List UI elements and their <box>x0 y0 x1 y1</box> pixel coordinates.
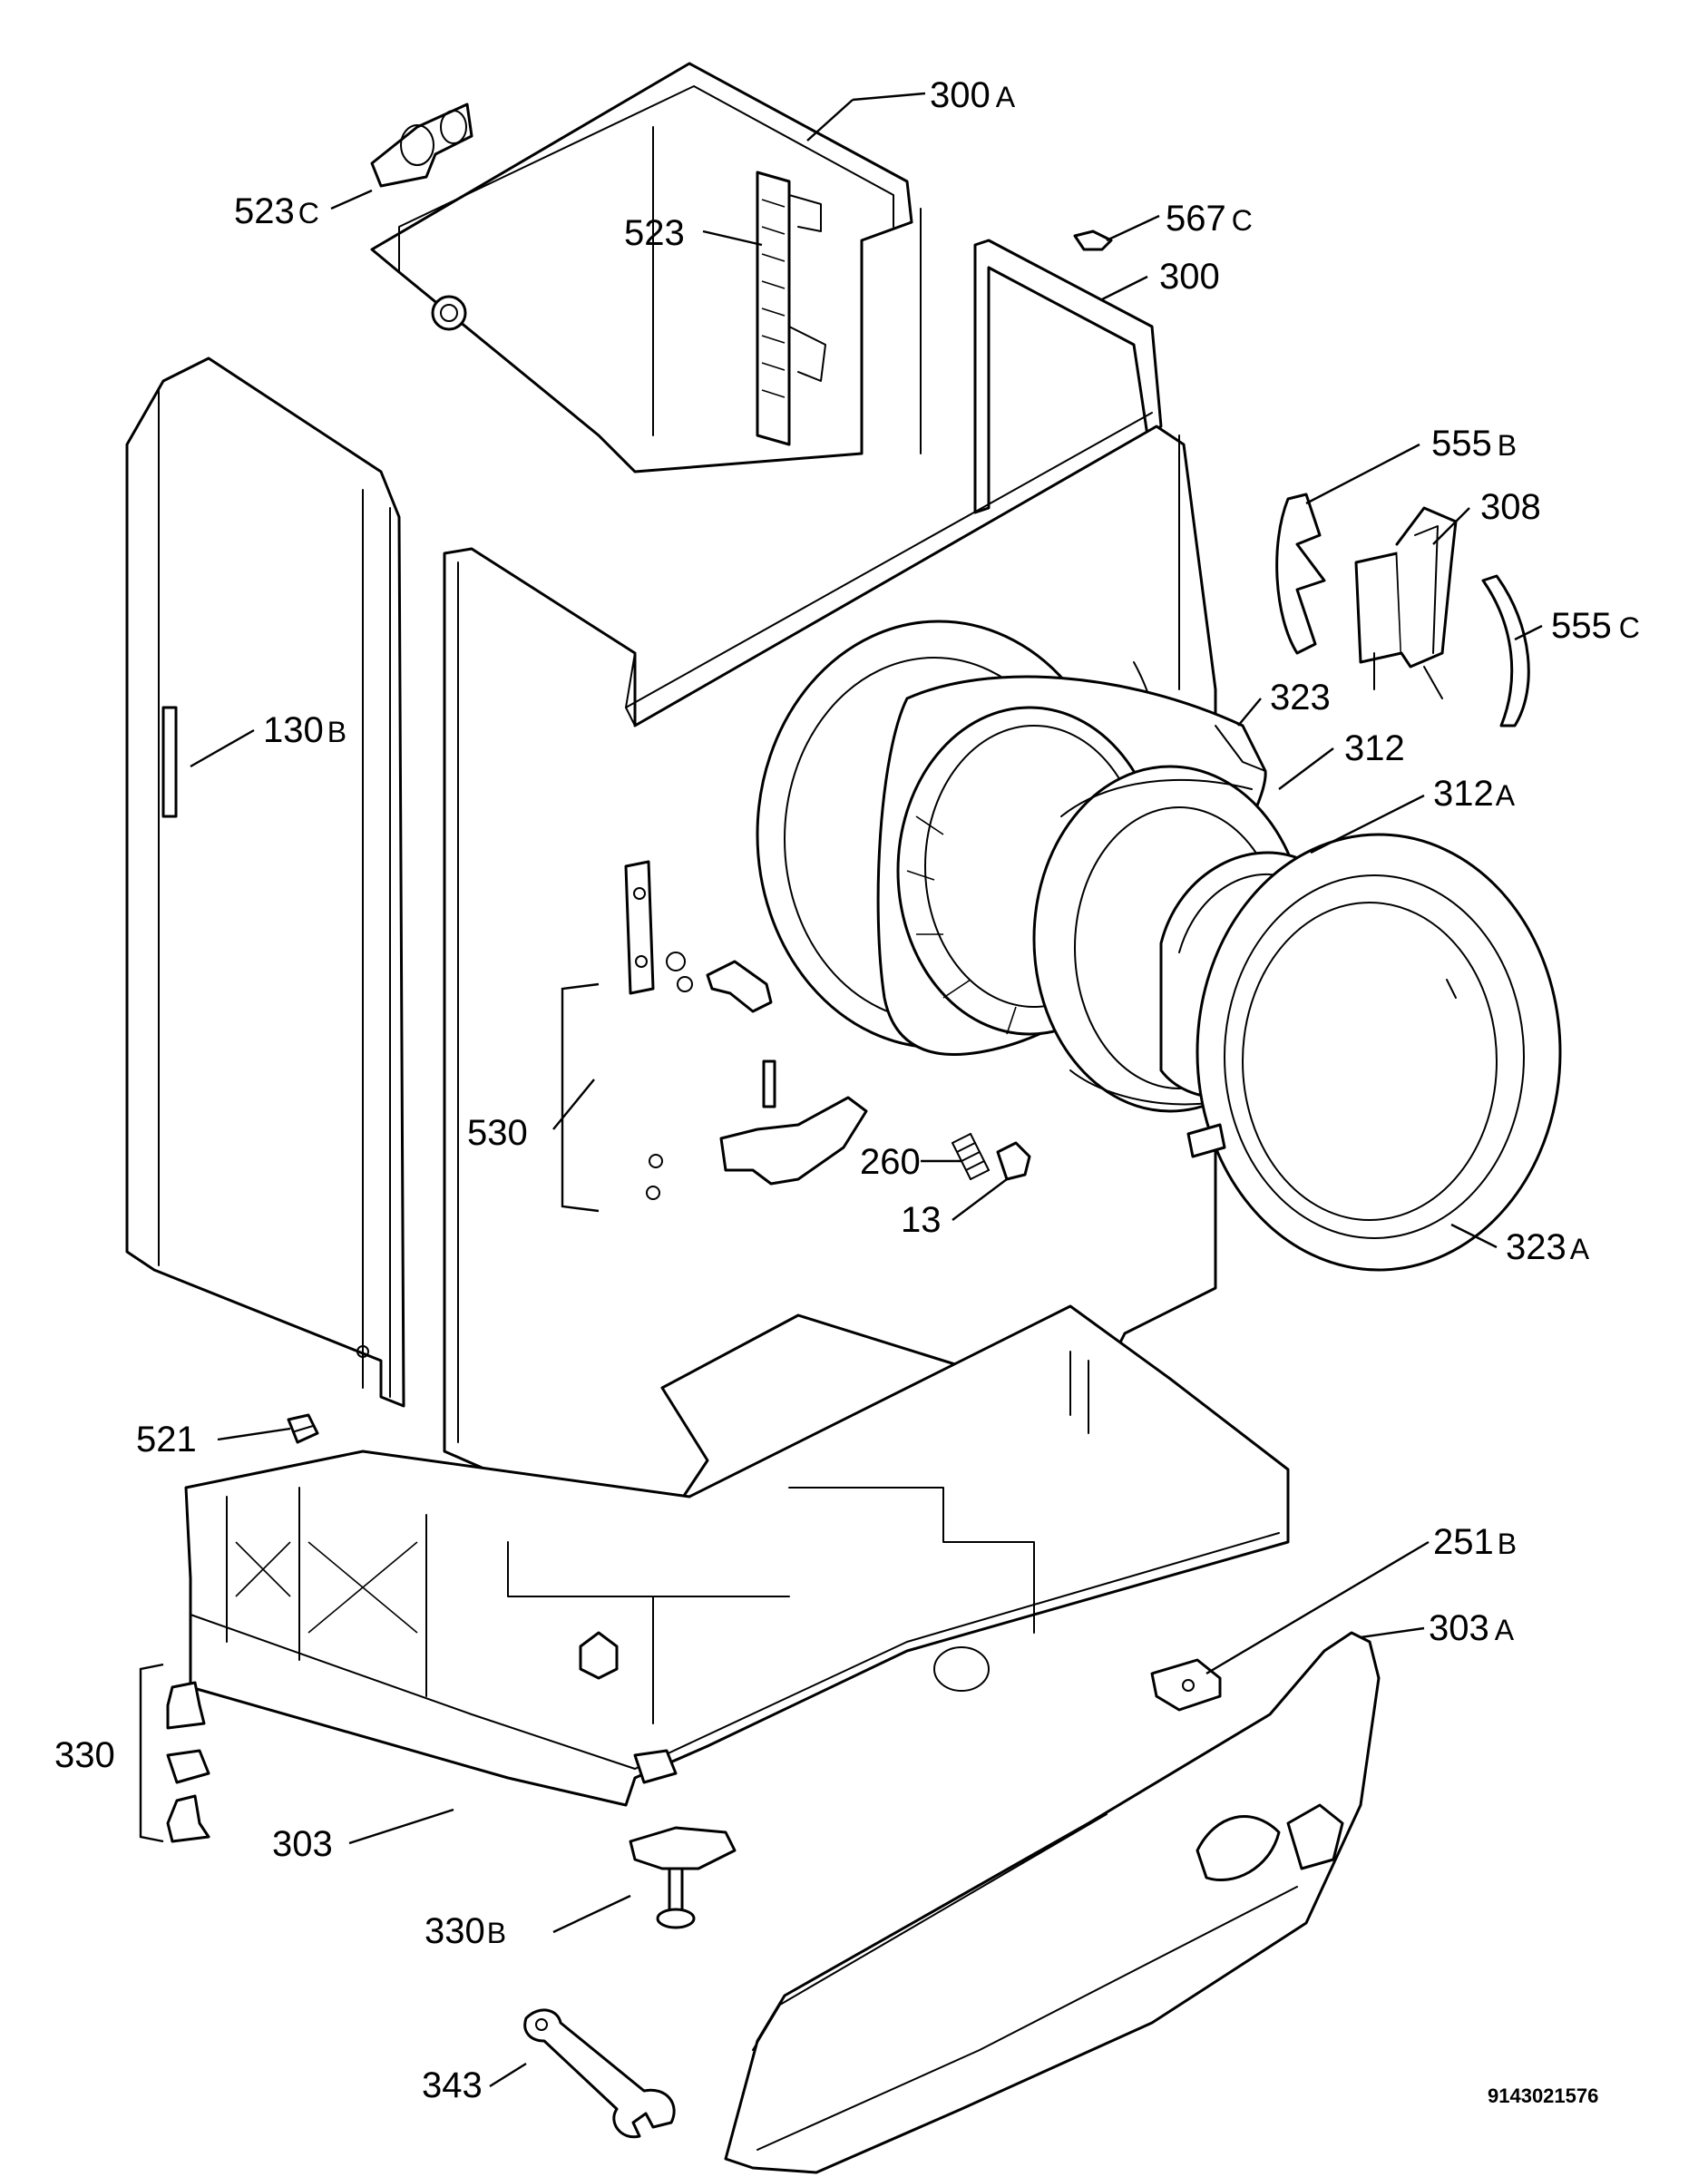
base-frame-303 <box>184 1304 1290 1807</box>
label-312a: 312A <box>1433 774 1516 814</box>
part-523c <box>370 103 473 188</box>
adjustable-foot-330b <box>629 1826 737 1929</box>
label-260: 260 <box>860 1142 921 1182</box>
leader-lines <box>139 92 1543 2088</box>
cabinet-frame-right <box>973 239 1163 514</box>
button-13 <box>996 1141 1031 1181</box>
label-523: 523 <box>624 213 685 253</box>
drawing-code: 9143021576 <box>1488 2084 1598 2107</box>
label-330: 330 <box>54 1735 115 1775</box>
hinge-plate-555b <box>1275 493 1326 655</box>
hinge-308 <box>1354 506 1458 699</box>
label-312: 312 <box>1344 728 1405 768</box>
label-303: 303 <box>272 1824 333 1864</box>
screw-set-330 <box>166 1681 210 1843</box>
label-308: 308 <box>1480 487 1541 527</box>
label-530: 530 <box>467 1113 528 1153</box>
label-300: 300 <box>1159 257 1220 297</box>
screw-521 <box>287 1413 319 1444</box>
label-521: 521 <box>136 1420 197 1459</box>
label-13: 13 <box>901 1200 942 1240</box>
connector-251b <box>1150 1658 1222 1712</box>
wrench-343 <box>523 2008 676 2139</box>
cabinet-rail-523 <box>756 171 826 446</box>
label-330b: 330B <box>425 1911 506 1951</box>
side-panel-130b <box>125 356 405 1408</box>
plinth-panel-303a <box>724 1631 1381 2174</box>
outer-door-323a <box>1186 833 1562 1272</box>
latch-assembly-530 <box>646 952 868 1200</box>
label-323: 323 <box>1270 678 1331 718</box>
label-343: 343 <box>422 2065 483 2105</box>
part-567c <box>1073 229 1113 251</box>
hinge-plate-555c <box>1481 574 1530 727</box>
